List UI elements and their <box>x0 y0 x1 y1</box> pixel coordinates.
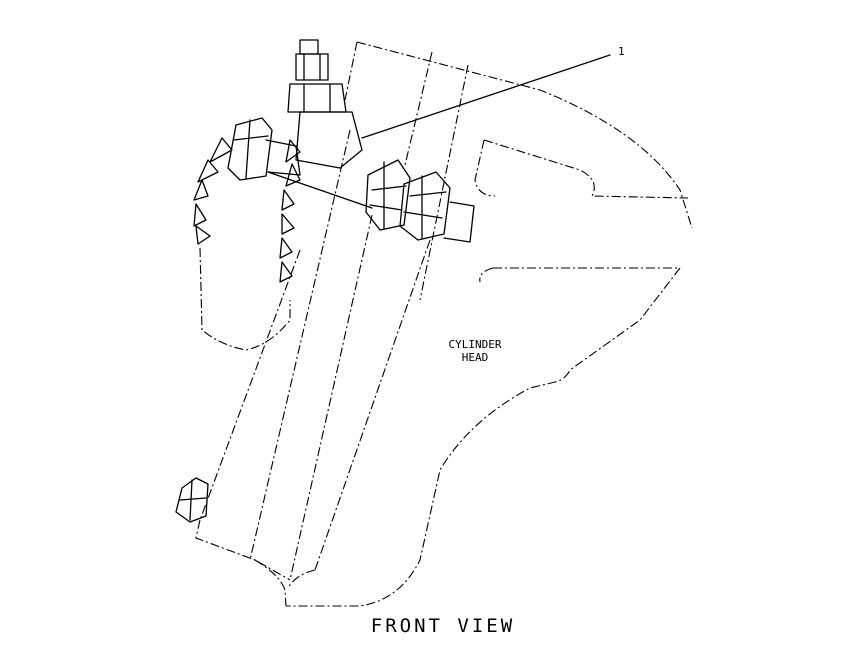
safety-chain-left <box>193 137 291 351</box>
callout-leader <box>361 54 611 139</box>
rod-body <box>195 129 431 607</box>
view-title: FRONT VIEW <box>371 615 515 637</box>
cylinder-head-label: CYLINDER <box>449 338 502 351</box>
left-nut <box>227 117 373 209</box>
top-fitting <box>287 39 363 169</box>
cylinder-head-outline <box>286 41 693 607</box>
callout-number: 1 <box>618 45 625 58</box>
right-nuts <box>365 159 475 243</box>
safety-chain-right <box>279 139 301 283</box>
cylinder-head-label-line2: HEAD <box>462 351 489 364</box>
bottom-nut <box>175 477 209 523</box>
